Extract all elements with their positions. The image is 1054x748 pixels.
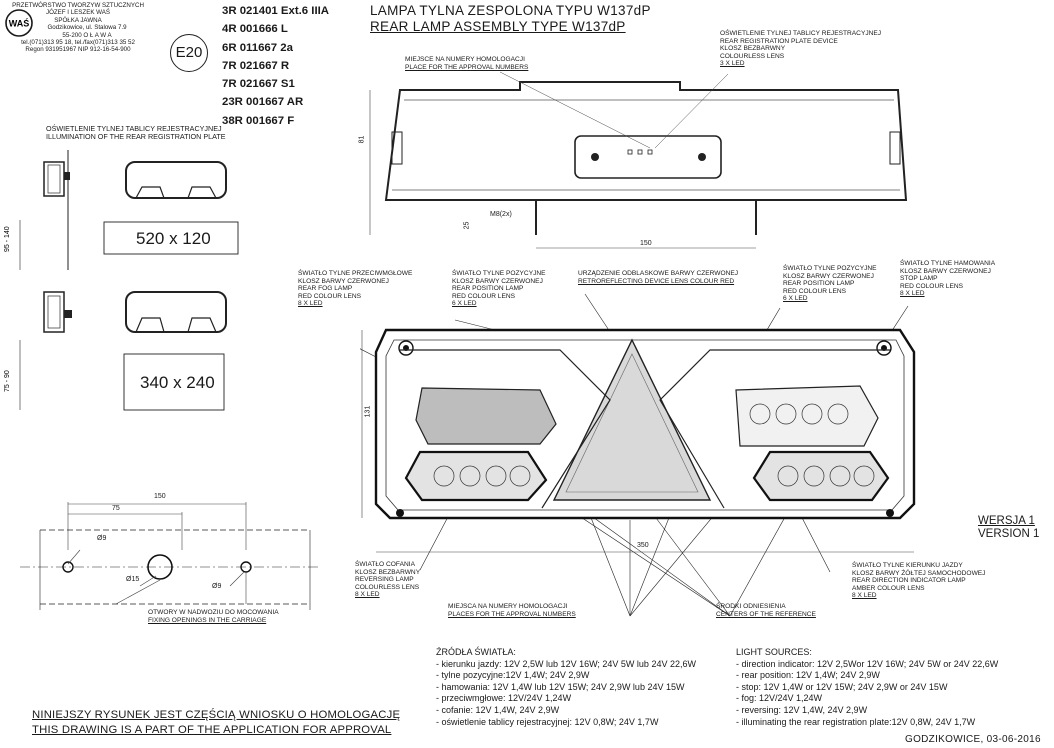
light-sources-en: LIGHT SOURCES: - direction indicator: 12…: [736, 647, 998, 728]
approval-number: 7R 021667 R: [222, 59, 290, 72]
dim-height-top: 81: [358, 135, 366, 144]
e-mark: E20: [170, 34, 208, 72]
dim-holes-half: 75: [112, 505, 120, 512]
version-label: WERSJA 1 VERSION 1: [978, 515, 1040, 540]
dim-hole-c: Ø9: [212, 583, 222, 590]
company-line: SPÓŁKA JAWNA: [54, 16, 102, 24]
lamp-top-view: [369, 71, 908, 249]
range-a-label: 95 - 140: [4, 226, 11, 252]
dim-hole-a: Ø9: [97, 535, 107, 542]
company-line: JÓZEF I LESZEK WAŚ: [45, 9, 111, 17]
label-approval-place-top: MIEJSCE NA NUMERY HOMOLOGACJI PLACE FOR …: [405, 56, 529, 71]
approval-footer: NINIEJSZY RYSUNEK JEST CZĘŚCIĄ WNIOSKU O…: [32, 708, 400, 738]
plate-illumination-heading: OŚWIETLENIE TYLNEJ TABLICY REJESTRACYJNE…: [46, 124, 226, 141]
title-pl: LAMPA TYLNA ZESPOLONA TYPU W137dP: [370, 3, 651, 18]
label-plate-device: OŚWIETLENIE TYLNEJ TABLICY REJESTRACYJNE…: [720, 30, 882, 68]
company-line: 55-200 O Ł A W A: [62, 31, 112, 39]
plate-size-a: 520 x 120: [136, 229, 211, 248]
company-line: PRZETWÓRSTWO TWORZYW SZTUCZNYCH: [12, 2, 144, 9]
approval-number: 38R 001667 F: [222, 114, 295, 127]
source-line: - reversing: 12V 1,4W, 24V 2,9W: [736, 704, 868, 715]
source-line: - fog: 12V/24V 1,24W: [736, 693, 823, 704]
plate-illumination-drawing: 95 - 140 75 - 90: [4, 150, 239, 411]
label-reflector: URZĄDZENIE ODBLASKOWE BARWY CZERWONEJ RE…: [578, 270, 739, 285]
dim-holes-total: 150: [154, 493, 166, 500]
source-line: - hamowania: 12V 1,4W lub 12V 15W; 24V 2…: [436, 681, 685, 692]
lamp-front-view: [360, 293, 916, 617]
drawing-date: GODZIKOWICE, 03-06-2016: [905, 734, 1041, 745]
approval-number: 4R 001666 L: [222, 23, 288, 36]
approval-number: 6R 011667 2a: [222, 41, 293, 54]
source-line: - oświetlenie tablicy rejestracyjnej: 12…: [436, 716, 659, 727]
dim-hole-b: Ø15: [126, 576, 140, 583]
label-indicator-lamp: ŚWIATŁO TYLNE KIERUNKU JAZDY KLOSZ BARWY…: [852, 562, 986, 600]
company-line: Godzikowice, ul. Stalowa 7.9: [47, 24, 127, 32]
label-fog-lamp: ŚWIATŁO TYLNE PRZECIWMGŁOWE KLOSZ BARWY …: [298, 270, 413, 308]
dim-stud: M8(2x): [490, 211, 512, 218]
source-line: - rear position: 12V 1,4W; 24V 2,9W: [736, 670, 880, 681]
dim-body-height: 131: [364, 405, 372, 418]
footer-en: THIS DRAWING IS A PART OF THE APPLICATIO…: [32, 724, 392, 736]
source-line: - cofanie: 12V 1,4W, 24V 2,9W: [436, 704, 560, 715]
source-line: - tylne pozycyjne:12V 1,4W; 24V 2,9W: [436, 670, 590, 681]
plate-size-b: 340 x 240: [140, 373, 215, 392]
title-en: REAR LAMP ASSEMBLY TYPE W137dP: [370, 19, 626, 34]
approval-number: 23R 001667 AR: [222, 96, 304, 109]
sources-heading: LIGHT SOURCES:: [736, 647, 812, 657]
footer-pl: NINIEJSZY RYSUNEK JEST CZĘŚCIĄ WNIOSKU O…: [32, 709, 401, 721]
company-line: Regon 931951967 NIP 912-16-54-900: [25, 46, 131, 54]
fixing-holes-drawing: [20, 502, 320, 610]
source-line: - przeciwmgłowe: 12V/24V 1,24W: [436, 693, 572, 704]
source-line: - stop: 12V 1,4W or 12V 15W; 24V 2,9W or…: [736, 681, 948, 692]
source-line: - direction indicator: 12V 2,5Wor 12V 16…: [736, 658, 999, 669]
approval-number: 3R 021401 Ext.6 IIIA: [222, 5, 330, 17]
dim-stud-length: 25: [463, 221, 471, 230]
dim-body-width: 350: [637, 542, 649, 549]
label-position-right: ŚWIATŁO TYLNE POZYCYJNE KLOSZ BARWY CZER…: [783, 265, 877, 303]
label-position-left: ŚWIATŁO TYLNE POZYCYJNE KLOSZ BARWY CZER…: [452, 270, 546, 308]
source-line: - illuminating the rear registration pla…: [736, 716, 976, 727]
light-sources-pl: ŹRÓDŁA ŚWIATŁA: - kierunku jazdy: 12V 2,…: [436, 647, 696, 728]
label-stop-lamp: ŚWIATŁO TYLNE HAMOWANIA KLOSZ BARWY CZER…: [900, 260, 996, 298]
company-logo: WAŚ: [5, 9, 33, 37]
sources-heading: ŹRÓDŁA ŚWIATŁA:: [436, 647, 516, 657]
label-reversing-lamp: ŚWIATŁO COFANIA KLOSZ BEZBARWNY REVERSIN…: [355, 561, 421, 599]
company-info: PRZETWÓRSTWO TWORZYW SZTUCZNYCH JÓZEF I …: [4, 2, 152, 54]
source-line: - kierunku jazdy: 12V 2,5W lub 12V 16W; …: [436, 658, 696, 669]
label-approval-place-bottom: MIEJSCA NA NUMERY HOMOLOGACJI PLACES FOR…: [448, 603, 576, 618]
approval-numbers: 3R 021401 Ext.6 IIIA 4R 001666 L 6R 0116…: [222, 2, 329, 130]
range-b-label: 75 - 90: [4, 370, 11, 392]
approval-number: 7R 021667 S1: [222, 78, 295, 91]
dim-stud-spacing: 150: [640, 240, 652, 247]
label-reference-centers: ŚRODKI ODNIESIENIA CENTERS OF THE REFERE…: [716, 603, 816, 618]
logo-text: WAŚ: [9, 18, 30, 29]
label-fixing-openings: OTWORY W NADWOZIU DO MOCOWANIA FIXING OP…: [148, 609, 279, 624]
drawing-title: LAMPA TYLNA ZESPOLONA TYPU W137dP REAR L…: [370, 3, 651, 35]
company-line: tel.(071)313 95 18, tel./fax(071)313 35 …: [21, 39, 135, 47]
